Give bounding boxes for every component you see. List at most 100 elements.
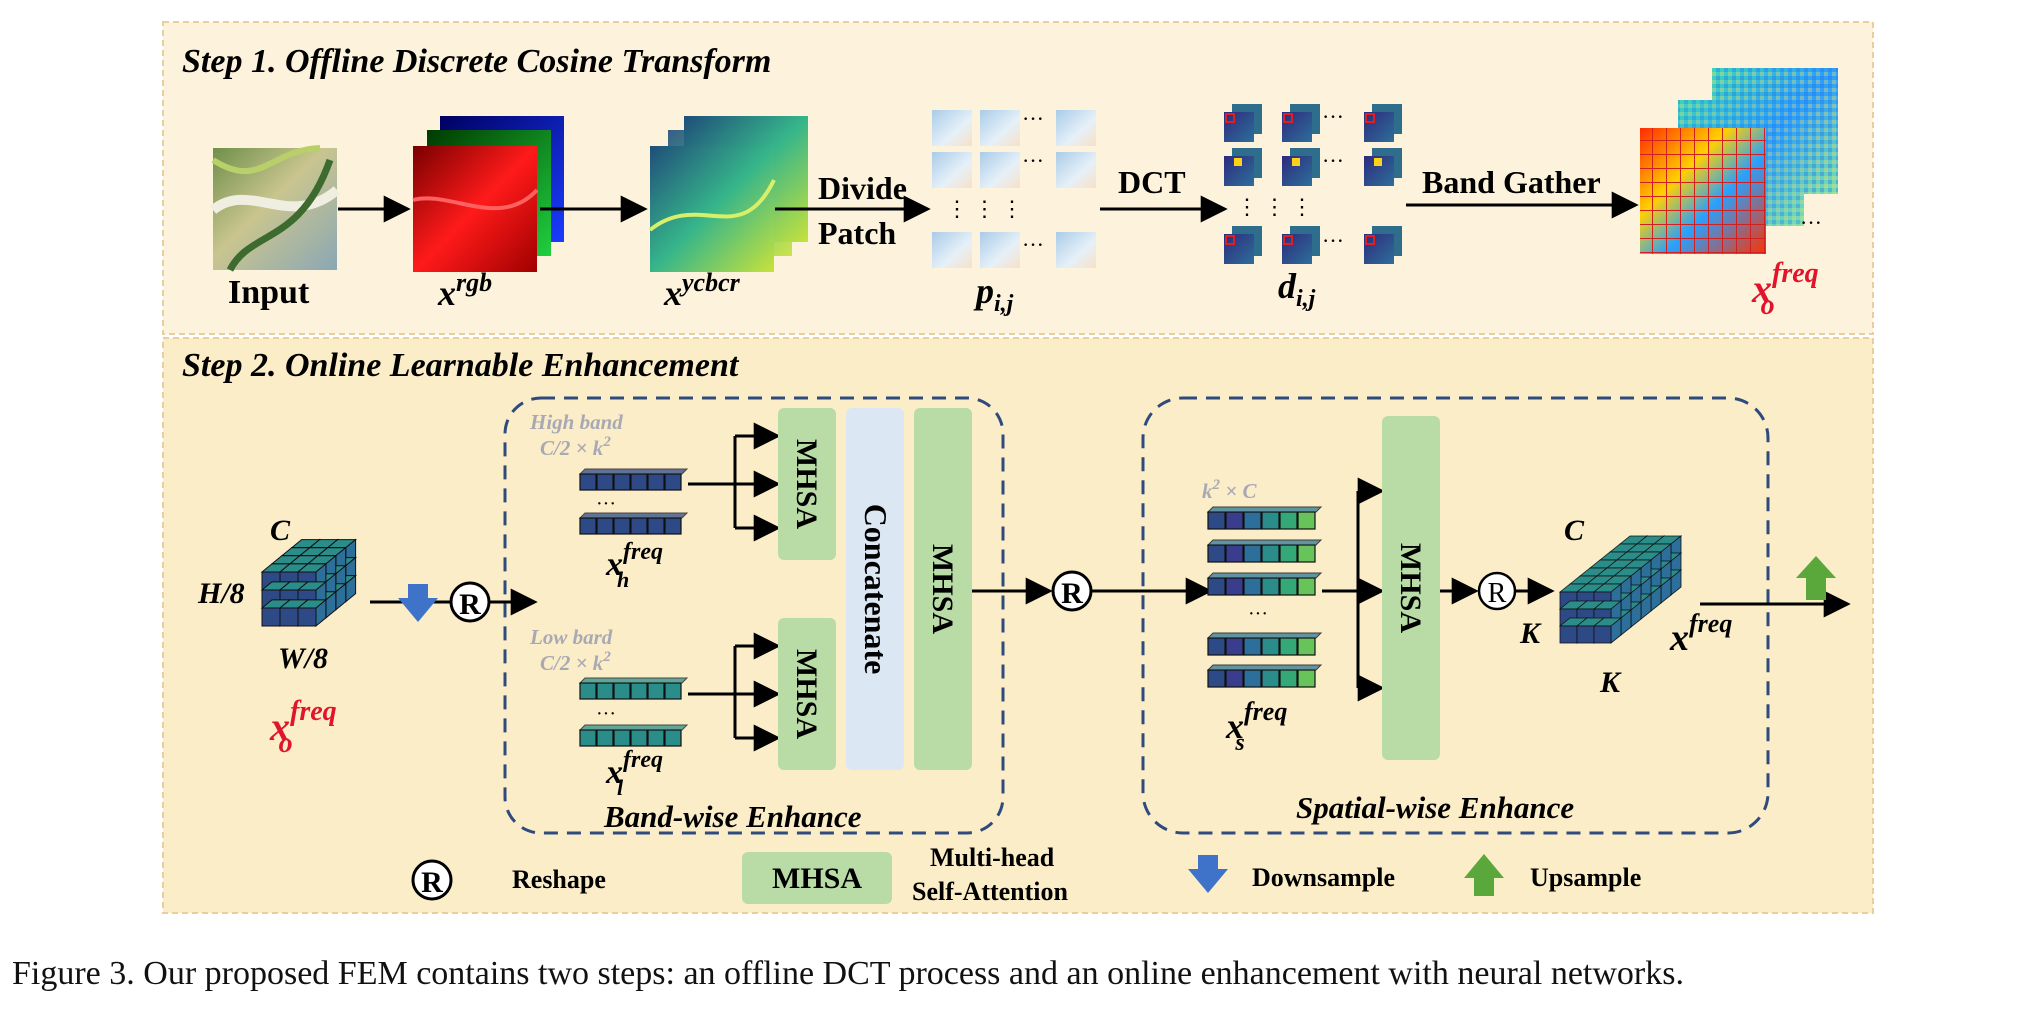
token-cell	[1261, 544, 1280, 563]
input-feature-block	[260, 538, 358, 628]
spatial-token-row4	[1206, 632, 1323, 656]
reshape-icon: R	[449, 581, 491, 623]
token-cell	[1243, 544, 1262, 563]
token-cell	[1261, 637, 1280, 656]
spatial-dim: k2 × C	[1202, 477, 1257, 503]
token-cell	[1279, 577, 1298, 596]
out-block-k1-label: K	[1519, 617, 1542, 650]
token-cell	[1279, 669, 1298, 688]
patch-grid	[932, 110, 1096, 268]
input-label: Input	[228, 274, 310, 311]
token-cell	[630, 517, 648, 535]
svg-text:MHSA: MHSA	[926, 544, 959, 634]
spatial-token-row3	[1206, 572, 1323, 596]
token-cell	[613, 517, 631, 535]
svg-text:R: R	[459, 588, 481, 621]
token-cell	[1243, 669, 1262, 688]
token-cell	[664, 517, 682, 535]
token-cell	[1279, 637, 1298, 656]
block-h8-label: H/8	[197, 577, 245, 610]
token-cell	[1225, 511, 1244, 530]
token-cell	[596, 729, 614, 747]
reshape-icon-3: R	[1477, 571, 1517, 611]
spatial-wise-box	[1141, 396, 1770, 835]
high-band-token-row1	[578, 468, 689, 491]
rgb-channel-stack	[412, 116, 564, 272]
token-cell	[579, 517, 597, 535]
token-cell	[1207, 669, 1226, 688]
low-band-mhsa-block: MHSA	[778, 618, 836, 770]
spatial-wise-title: Spatial-wise Enhance	[1296, 790, 1574, 825]
token-cell	[664, 682, 682, 700]
divide-label: Divide	[818, 170, 907, 206]
block-cube	[1592, 617, 1623, 644]
d-label: di,j	[1278, 266, 1316, 312]
token-cell	[647, 517, 665, 535]
out-block-k2-label: K	[1599, 666, 1622, 699]
spatial-fanout	[1322, 477, 1385, 702]
block-c-label: C	[270, 514, 291, 547]
figure-caption: Figure 3. Our proposed FEM contains two …	[12, 955, 1684, 992]
patch-vdots: ⋮ ⋮ ⋮	[946, 196, 1023, 221]
token-cell	[1243, 511, 1262, 530]
spatial-dots: ···	[1248, 603, 1268, 625]
input-image	[209, 145, 341, 272]
patch-label: Patch	[818, 215, 896, 251]
token-cell	[1279, 511, 1298, 530]
svg-text:R: R	[1061, 577, 1083, 610]
svg-text:R: R	[421, 866, 443, 899]
svg-text:MHSA: MHSA	[772, 862, 862, 895]
band-wise-box	[503, 396, 1005, 835]
legend-reshape-icon: R	[411, 859, 453, 901]
legend-reshape-label: Reshape	[512, 865, 606, 894]
dct-block-grid	[1224, 104, 1402, 264]
low-band-label: Low bard	[529, 625, 613, 649]
token-cell	[579, 729, 597, 747]
token-cell	[1243, 637, 1262, 656]
x-ycbcr-label: xycbcr	[663, 268, 741, 313]
svg-text:Concatenate: Concatenate	[858, 504, 894, 675]
svg-text:MHSA: MHSA	[790, 439, 823, 529]
token-cell	[1297, 511, 1316, 530]
token-cell	[664, 473, 682, 491]
low-band-token-row2	[578, 724, 689, 747]
x-freq-output-label: xfreq	[1669, 609, 1732, 659]
svg-text:MHSA: MHSA	[1394, 543, 1427, 633]
token-cell	[1297, 544, 1316, 563]
token-cell	[613, 682, 631, 700]
dct-dots-row2: ···	[1322, 148, 1344, 173]
reshape-icon-2: R	[1051, 570, 1093, 612]
legend-upsample-icon	[1464, 854, 1504, 896]
step2-title: Step 2. Online Learnable Enhancement	[182, 347, 740, 384]
spatial-mhsa-block: MHSA	[1382, 416, 1440, 760]
high-band-token-row2	[578, 512, 689, 535]
token-cell	[1261, 669, 1280, 688]
token-cell	[647, 473, 665, 491]
token-cell	[1207, 544, 1226, 563]
spatial-token-row5	[1206, 664, 1323, 688]
band-wise-title: Band-wise Enhance	[603, 799, 862, 834]
out-block-c-label: C	[1564, 514, 1585, 547]
token-cell	[1225, 544, 1244, 563]
token-cell	[596, 517, 614, 535]
legend-upsample-label: Upsample	[1530, 863, 1641, 892]
token-cell	[613, 729, 631, 747]
token-cell	[596, 473, 614, 491]
token-cell	[579, 473, 597, 491]
upsample-arrow-icon	[1796, 556, 1836, 600]
dct-vdots: ⋮ ⋮ ⋮	[1236, 194, 1313, 219]
token-cell	[579, 682, 597, 700]
token-cell	[1225, 637, 1244, 656]
token-cell	[1297, 669, 1316, 688]
token-cell	[1297, 637, 1316, 656]
patch-dots-row1: ···	[1022, 106, 1044, 131]
low-band-token-row1	[578, 677, 689, 700]
x-rgb-label: xrgb	[437, 268, 492, 313]
token-cell	[647, 729, 665, 747]
spatial-token-row2	[1206, 539, 1323, 563]
high-band-fanout	[688, 422, 781, 542]
token-cell	[1297, 577, 1316, 596]
band-mhsa-block: MHSA	[914, 408, 972, 770]
